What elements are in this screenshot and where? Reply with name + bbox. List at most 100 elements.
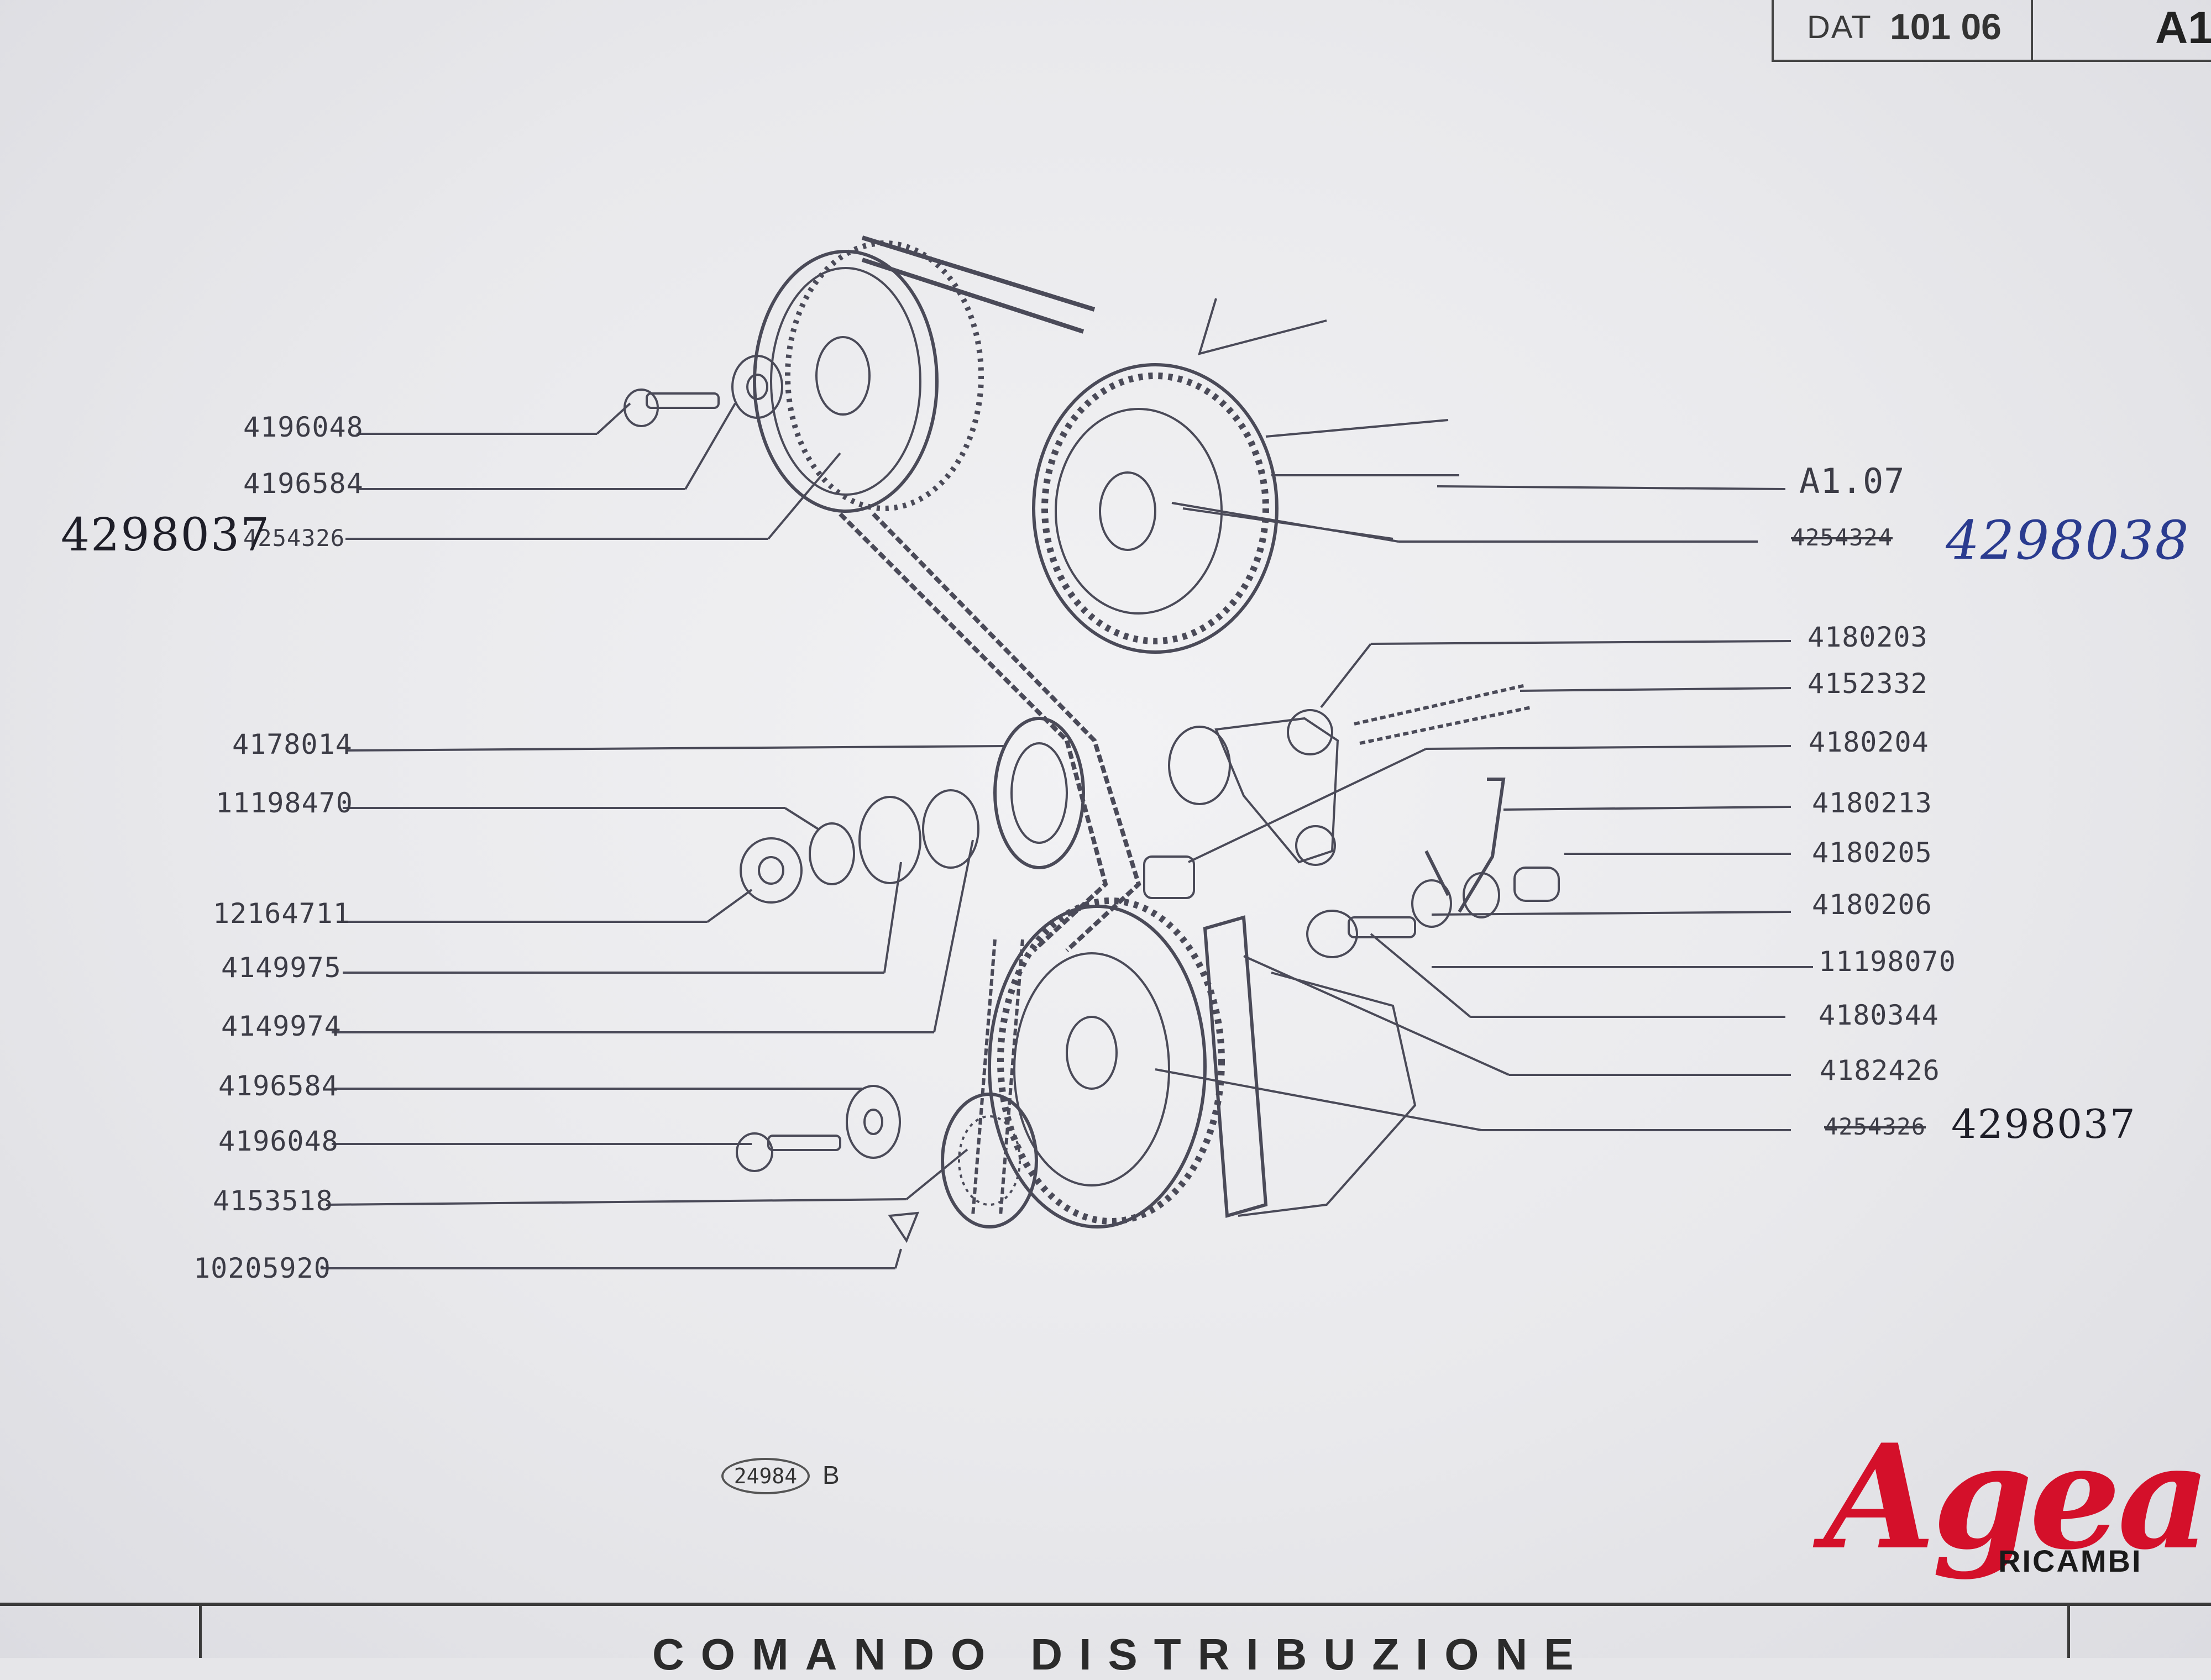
dat-number: 101 06 (1890, 6, 2002, 47)
agea-ricambi-logo: Agea RICAMBI (1807, 1426, 2210, 1608)
part-label-left: 4196584 (243, 468, 364, 500)
part-label-right: 11198070 (1819, 946, 1956, 978)
part-ref-label-right: A1.07 (1799, 461, 1905, 501)
leader-line (706, 889, 753, 923)
camshaft-outline (1198, 298, 1459, 476)
upper-left-bolt (646, 392, 720, 409)
part-label-left: 4254326 (243, 524, 345, 552)
footer-divider (2067, 1606, 2070, 1658)
leader-line (1431, 911, 1791, 916)
leader-line (345, 745, 1007, 752)
part-label-right: 4152332 (1807, 668, 1928, 700)
part-label-left: 4153518 (213, 1185, 333, 1217)
part-label-right: 4180205 (1812, 837, 1932, 869)
upper-right-pulley-outer (1032, 363, 1279, 654)
logo-subtitle: RICAMBI (1998, 1544, 2142, 1578)
crank-pulley-hub (1066, 1016, 1118, 1090)
lower-washer (846, 1085, 901, 1159)
tensioner-bolt-head (1306, 910, 1358, 958)
washer-large (858, 796, 921, 884)
leader-line (894, 1248, 902, 1269)
upper-right-pulley-hub (1099, 471, 1156, 551)
woodruff-key (888, 1211, 920, 1243)
seal-ring (922, 789, 979, 869)
part-label-right-struck: 4254324 (1791, 524, 1893, 551)
tensioner-bracket (1214, 717, 1339, 864)
spring-pin (1513, 867, 1560, 902)
leader-line (684, 402, 736, 490)
part-label-right: 4180213 (1812, 787, 1932, 819)
upper-left-washer-hole (746, 374, 768, 400)
leader-line (1188, 748, 1427, 863)
leader-line (883, 862, 902, 973)
leader-line (784, 807, 819, 830)
leader-line (1320, 643, 1372, 708)
part-label-right: 4180203 (1807, 621, 1928, 653)
washer-small (809, 822, 855, 885)
footer-title: COMANDO DISTRIBUZIONE (652, 1630, 1590, 1679)
upper-right-pulley-web (1055, 408, 1223, 615)
part-label-left: 4196584 (218, 1070, 339, 1102)
leader-line (1243, 955, 1510, 1076)
crank-gear-teeth (958, 1115, 1021, 1206)
leader-line (1426, 745, 1791, 750)
bracket-eye-bottom (1295, 825, 1336, 866)
leader-line (933, 839, 974, 1033)
small-bolt (1143, 855, 1195, 899)
bracket-eye-top (1287, 709, 1333, 755)
handwritten-note-right-top: 4298038 (1946, 510, 2190, 571)
sheet-header-box: DAT 101 06 A1 (1772, 0, 2211, 62)
sheet-code: A1 (2155, 3, 2211, 53)
part-label-left: 11198470 (216, 787, 353, 819)
leader-line (905, 1148, 968, 1200)
upper-left-washer (731, 355, 783, 419)
part-label-right: 4182426 (1820, 1054, 1940, 1086)
tensioner-bearing-inner (1010, 742, 1068, 844)
dat-label: DAT (1807, 9, 1872, 45)
upper-left-pulley-hub (815, 336, 871, 416)
part-label-right: 4180204 (1809, 726, 1929, 758)
spring-spacer (1463, 872, 1500, 918)
lower-washer-hole (863, 1109, 883, 1135)
part-label-left: 4178014 (232, 728, 353, 760)
belt-guard-strip (1203, 915, 1268, 1218)
crank-pulley-web (1013, 952, 1170, 1186)
handwritten-note-right-bottom: 4298037 (1951, 1101, 2136, 1147)
leader-line (1503, 806, 1791, 811)
spring-washer (1411, 879, 1452, 928)
part-label-left: 10205920 (193, 1252, 331, 1284)
footer-rule (0, 1603, 2211, 1606)
tensioner-bolt (1348, 916, 1416, 938)
upper-left-pulley-rim (770, 267, 921, 496)
lower-bolt (767, 1135, 841, 1151)
handwritten-note-left: 4298037 (61, 509, 271, 561)
upper-left-bolt-head (624, 389, 659, 427)
part-label-right-struck: 4254326 (1824, 1113, 1926, 1140)
lower-bolt-head (736, 1132, 773, 1172)
part-label-left: 4149974 (221, 1010, 342, 1042)
crank-gear (941, 1093, 1038, 1229)
part-label-right: 4180206 (1812, 889, 1932, 921)
belt-right-span (839, 512, 1141, 952)
leader-line (1520, 687, 1791, 692)
crank-pulley-teeth (997, 897, 1225, 1225)
nut-hole (758, 856, 784, 885)
leader-line (1370, 933, 1471, 1018)
upper-left-pulley-teeth (785, 240, 984, 511)
belt-top-span (861, 235, 1096, 334)
part-label-left: 4196048 (243, 411, 364, 443)
tensioner-bearing (993, 717, 1085, 869)
crank-pulley-outer (988, 905, 1207, 1229)
leader-line (1370, 640, 1791, 645)
leader-line (1437, 485, 1786, 490)
part-label-left: 4149975 (221, 952, 342, 984)
engine-block-outline (1238, 972, 1417, 1217)
leader-line (1182, 507, 1393, 540)
threaded-stud (1354, 684, 1532, 745)
nut (740, 837, 803, 904)
leader-line (1155, 1068, 1482, 1131)
belt-lower-span (971, 939, 1024, 1216)
upper-right-pulley-teeth (1041, 372, 1269, 644)
